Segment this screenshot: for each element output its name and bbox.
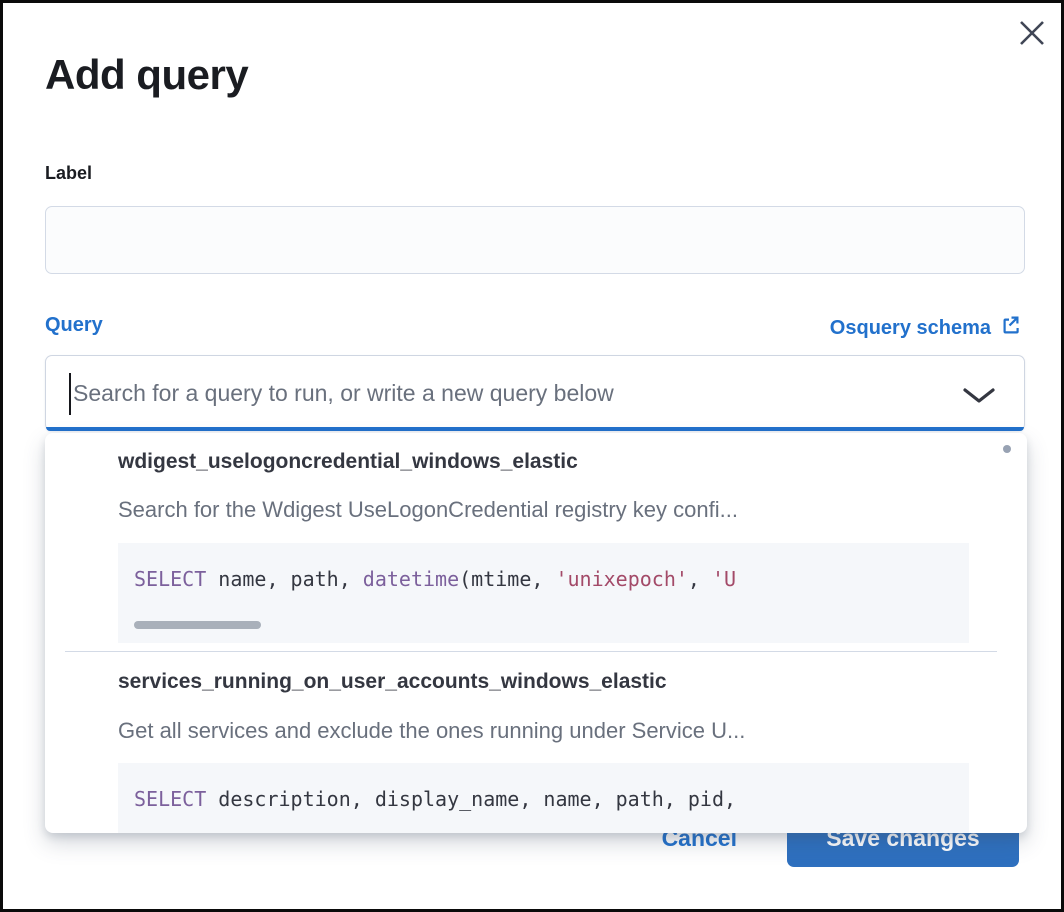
sql-token: SELECT xyxy=(134,567,207,591)
option-separator xyxy=(65,651,997,652)
sql-token: description, display_name, name, path, p… xyxy=(206,787,737,811)
query-options-dropdown: wdigest_uselogoncredential_windows_elast… xyxy=(45,433,1027,833)
modal-title: Add query xyxy=(45,51,249,98)
query-option-description: Get all services and exclude the ones ru… xyxy=(118,718,746,743)
query-search-placeholder: Search for a query to run, or write a ne… xyxy=(73,380,614,406)
sql-token: datetime xyxy=(362,567,460,591)
osquery-schema-link[interactable]: Osquery schema xyxy=(830,314,1021,342)
query-field-label: Query xyxy=(45,314,103,336)
osquery-schema-link-label: Osquery schema xyxy=(829,316,991,339)
query-search-combobox[interactable]: Search for a query to run, or write a ne… xyxy=(45,355,1025,431)
sql-token: , xyxy=(687,567,712,591)
chevron-down-icon[interactable] xyxy=(962,387,996,410)
label-input[interactable] xyxy=(45,206,1025,274)
external-link-icon xyxy=(999,314,1021,342)
query-option-sql-preview: SELECT name, path, datetime(mtime, 'unix… xyxy=(118,543,969,643)
sql-token: SELECT xyxy=(134,787,207,811)
close-icon xyxy=(1017,20,1047,51)
text-caret xyxy=(69,373,71,415)
query-option-description: Search for the Wdigest UseLogonCredentia… xyxy=(118,497,738,522)
query-option-title: services_running_on_user_accounts_window… xyxy=(118,670,667,693)
label-field-label: Label xyxy=(45,163,93,183)
query-option-title: wdigest_uselogoncredential_windows_elast… xyxy=(118,450,578,473)
close-button[interactable] xyxy=(1015,17,1049,51)
horizontal-scrollbar-thumb[interactable] xyxy=(134,621,261,629)
sql-token: 'unixepoch' xyxy=(555,567,688,591)
vertical-scrollbar-thumb[interactable] xyxy=(1003,445,1011,453)
query-option-sql-preview: SELECT description, display_name, name, … xyxy=(118,763,969,833)
focus-underline xyxy=(46,427,1024,431)
sql-token: (mtime, xyxy=(459,567,556,591)
sql-token: 'U xyxy=(712,567,737,591)
sql-token: name, path, xyxy=(206,567,363,591)
